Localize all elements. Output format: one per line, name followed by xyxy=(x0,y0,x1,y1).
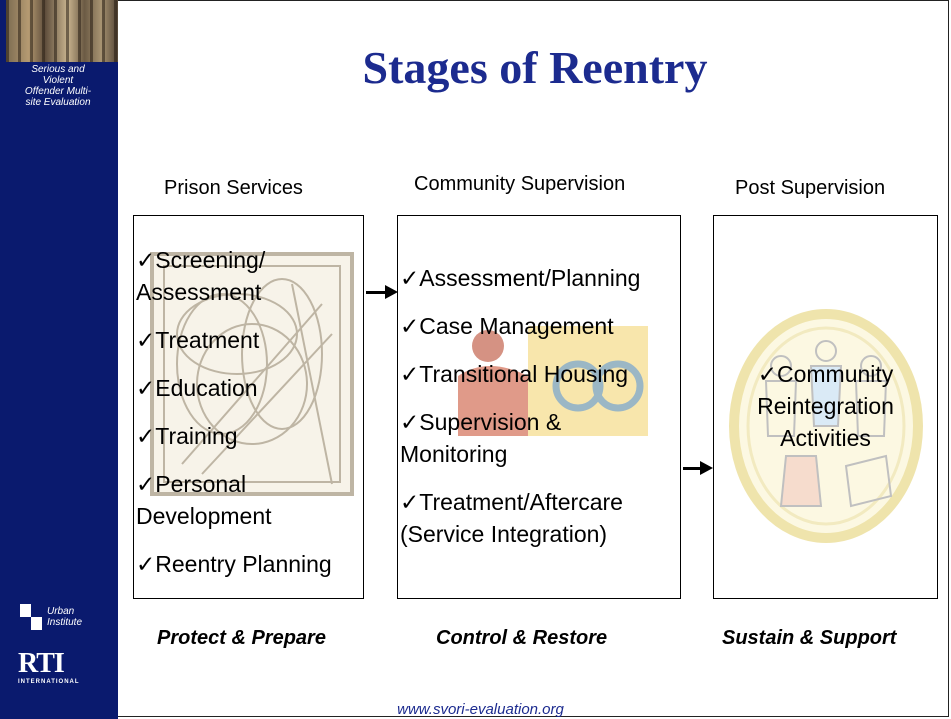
arrow-right-icon xyxy=(683,461,713,475)
list-item: Training xyxy=(136,420,363,452)
stage-heading-prison-services: Prison Services xyxy=(164,177,303,199)
arrow-right-icon xyxy=(366,285,398,299)
stage-footer-control-restore: Control & Restore xyxy=(436,627,608,649)
stage-items-post-supervision: Community Reintegration Activities xyxy=(714,216,937,454)
stage-items-community-supervision: Assessment/Planning Case Management Tran… xyxy=(398,216,680,550)
list-item: Screening/ Assessment xyxy=(136,244,363,308)
website-url: www.svori-evaluation.org xyxy=(397,701,564,718)
sidebar-caption: Serious and Violent Offender Multi- site… xyxy=(24,64,92,108)
stage-heading-community-supervision: Community Supervision xyxy=(414,173,626,195)
stage-box-post-supervision: Community Reintegration Activities xyxy=(713,215,938,599)
list-item: Personal Development xyxy=(136,468,363,532)
rti-logo: RTI INTERNATIONAL xyxy=(18,650,98,690)
urban-institute-icon xyxy=(20,604,42,630)
stage-footer-sustain-support: Sustain & Support xyxy=(722,627,897,649)
building-photo xyxy=(6,0,118,62)
rti-subtitle: INTERNATIONAL xyxy=(18,679,80,685)
list-item: Assessment/Planning xyxy=(400,262,680,294)
list-item: Supervision & Monitoring xyxy=(400,406,620,470)
list-item: Education xyxy=(136,372,363,404)
urban-institute-label: Urban Institute xyxy=(47,606,83,628)
list-item: Treatment/Aftercare (Service Integration… xyxy=(400,486,650,550)
list-item: Case Management xyxy=(400,310,680,342)
stage-heading-post-supervision: Post Supervision xyxy=(735,177,886,199)
list-item: Transitional Housing xyxy=(400,358,680,390)
rti-mark: RTI xyxy=(18,648,65,679)
stage-box-prison-services: Screening/ Assessment Treatment Educatio… xyxy=(133,215,364,599)
stage-items-prison-services: Screening/ Assessment Treatment Educatio… xyxy=(134,216,363,580)
sidebar: Serious and Violent Offender Multi- site… xyxy=(0,0,118,719)
list-item: Community Reintegration Activities xyxy=(736,358,916,454)
stage-box-community-supervision: Assessment/Planning Case Management Tran… xyxy=(397,215,681,599)
list-item: Treatment xyxy=(136,324,363,356)
list-item: Reentry Planning xyxy=(136,548,363,580)
stage-footer-protect-prepare: Protect & Prepare xyxy=(157,627,326,649)
page-title: Stages of Reentry xyxy=(362,42,708,93)
